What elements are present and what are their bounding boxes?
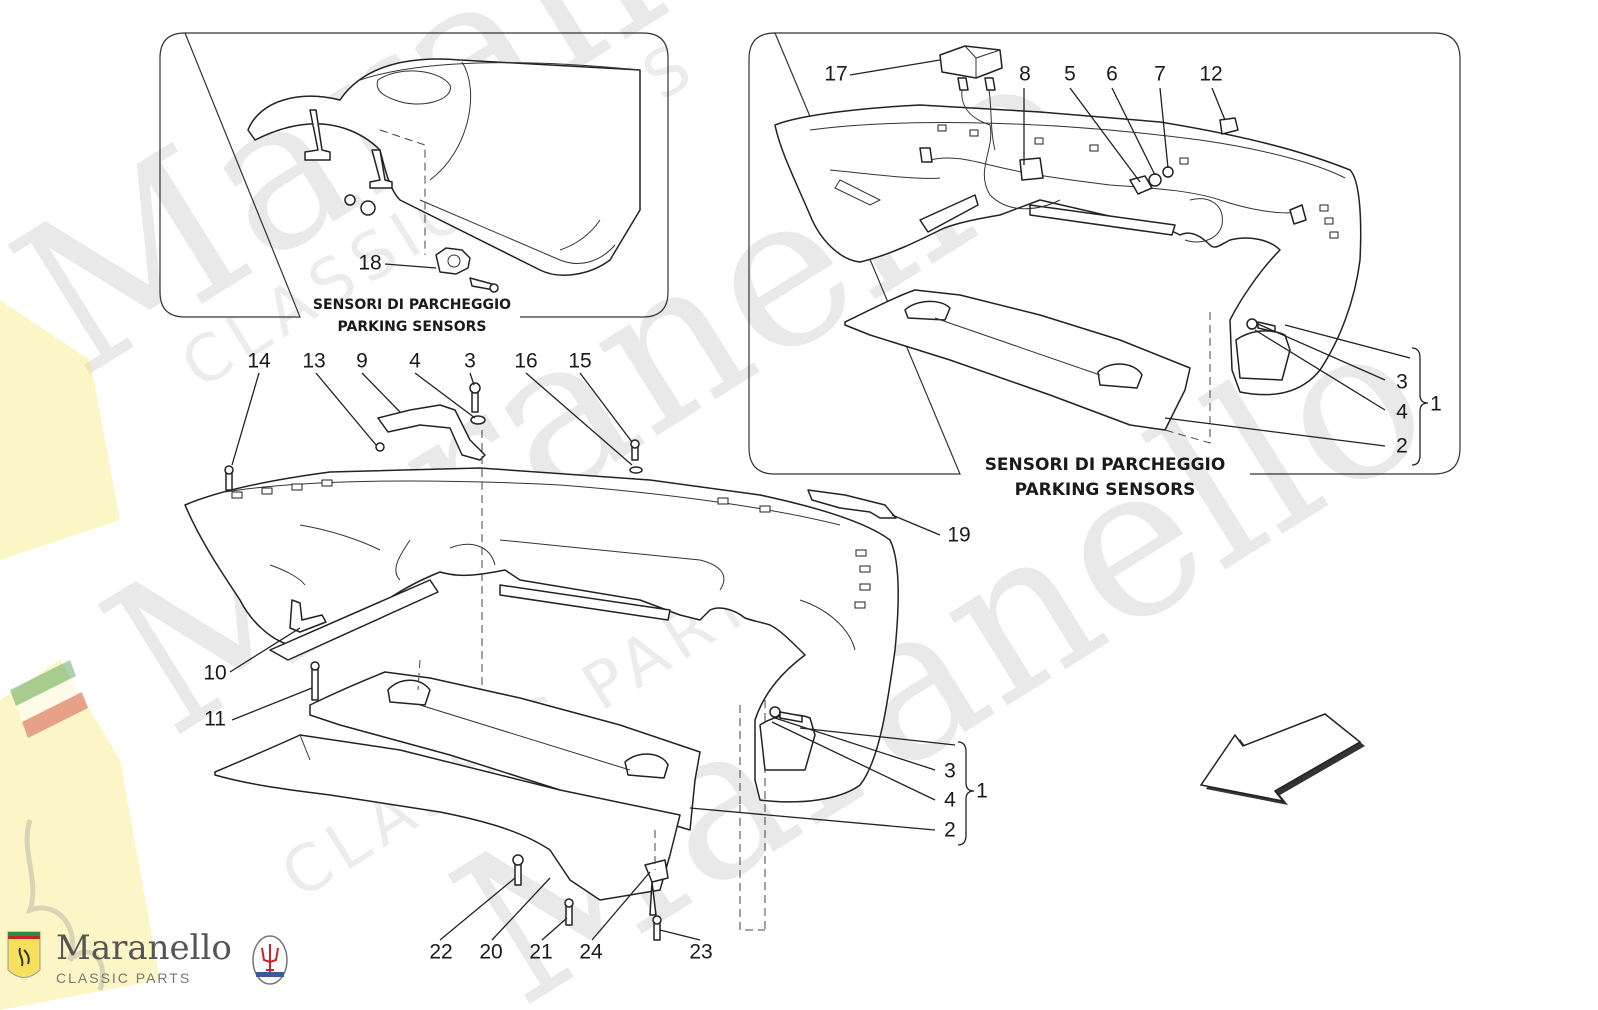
callout-21: 21 bbox=[529, 941, 552, 964]
maserati-trident-icon bbox=[252, 935, 288, 985]
callout-labels: 18 17 8 5 6 7 12 3 4 2 1 14 13 9 4 3 16 … bbox=[203, 63, 1442, 964]
inset-left-caption-it: SENSORI DI PARCHEGGIO bbox=[313, 297, 511, 313]
callout-1: 1 bbox=[1430, 393, 1442, 416]
inset-left-caption-en: PARKING SENSORS bbox=[338, 319, 487, 335]
callout-5: 5 bbox=[1064, 63, 1076, 86]
ferrari-shield-icon bbox=[0, 300, 160, 1010]
callout-1: 1 bbox=[976, 780, 988, 803]
callout-15: 15 bbox=[568, 350, 591, 373]
callout-4: 4 bbox=[944, 789, 956, 812]
callout-24: 24 bbox=[579, 941, 603, 964]
inset-right-drawing bbox=[774, 45, 1362, 444]
callout-18: 18 bbox=[358, 252, 381, 275]
callout-3: 3 bbox=[464, 350, 476, 373]
callout-22: 22 bbox=[429, 941, 452, 964]
callout-4: 4 bbox=[1396, 401, 1408, 424]
callout-11: 11 bbox=[204, 708, 226, 731]
callout-23: 23 bbox=[689, 941, 712, 964]
callout-14: 14 bbox=[247, 350, 271, 373]
brand-wordmark: Maranello CLASSIC PARTS bbox=[56, 930, 232, 986]
callout-9: 9 bbox=[356, 350, 368, 373]
callout-19: 19 bbox=[947, 524, 970, 547]
direction-arrow-icon bbox=[1199, 713, 1365, 805]
callout-12: 12 bbox=[1199, 63, 1222, 86]
callout-17: 17 bbox=[824, 63, 847, 86]
brace-inset bbox=[1411, 347, 1429, 466]
inset-box-right bbox=[748, 32, 1461, 475]
inset-box-left bbox=[159, 32, 669, 318]
leader-lines bbox=[229, 59, 1411, 941]
callout-4: 4 bbox=[409, 350, 421, 373]
callout-8: 8 bbox=[1019, 63, 1031, 86]
callout-7: 7 bbox=[1154, 63, 1166, 86]
brace-main bbox=[957, 741, 975, 846]
callout-3: 3 bbox=[1396, 371, 1408, 394]
brand-name: Maranello bbox=[56, 928, 232, 968]
callout-16: 16 bbox=[514, 350, 537, 373]
callout-13: 13 bbox=[302, 350, 325, 373]
callout-20: 20 bbox=[479, 941, 502, 964]
callout-2: 2 bbox=[1396, 435, 1408, 458]
callout-10: 10 bbox=[203, 662, 226, 685]
brand-tagline: CLASSIC PARTS bbox=[56, 970, 192, 986]
ferrari-shield-icon bbox=[7, 931, 41, 978]
main-bumper-drawing bbox=[184, 382, 899, 941]
callout-6: 6 bbox=[1106, 63, 1118, 86]
callout-3: 3 bbox=[944, 760, 956, 783]
inset-left-drawing bbox=[247, 58, 641, 293]
inset-right-caption-it: SENSORI DI PARCHEGGIO bbox=[985, 455, 1226, 475]
inset-right-caption-en: PARKING SENSORS bbox=[1015, 480, 1196, 500]
callout-2: 2 bbox=[944, 819, 956, 842]
